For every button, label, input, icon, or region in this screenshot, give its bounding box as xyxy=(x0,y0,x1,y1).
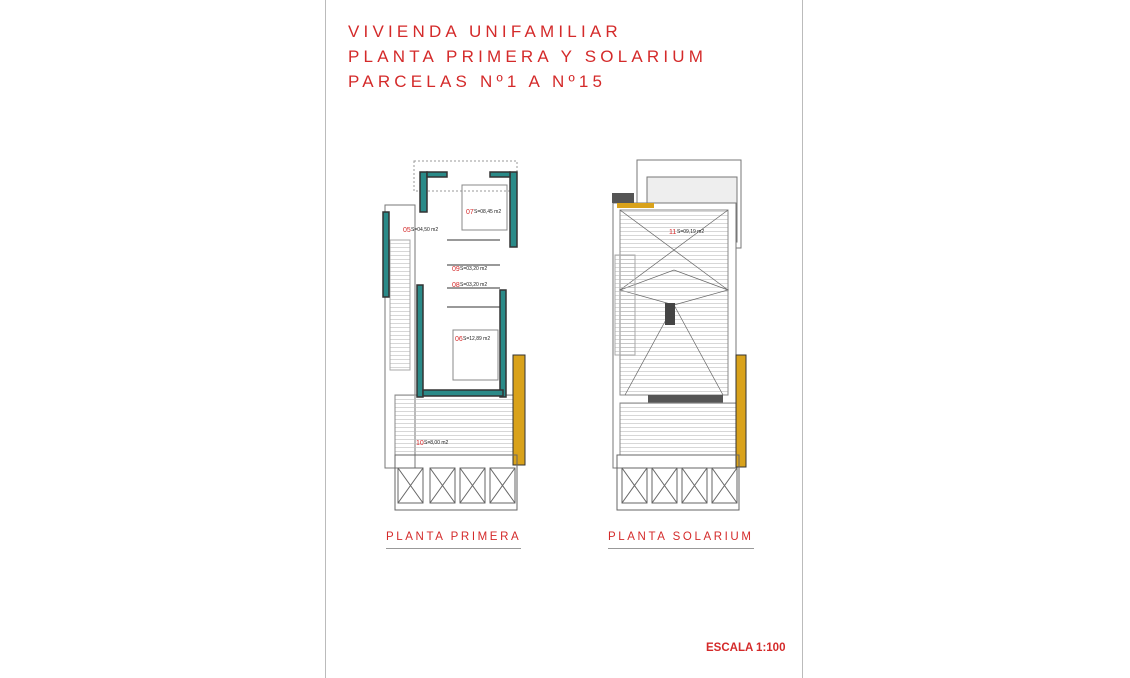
room-number: 07 xyxy=(466,209,474,216)
room-number: 08 xyxy=(452,282,460,289)
room-area: S=03,20 m2 xyxy=(460,282,487,288)
room-number: 06 xyxy=(455,336,463,343)
room-area: S=12,89 m2 xyxy=(463,336,490,342)
room-area: S=03,20 m2 xyxy=(460,266,487,272)
plan-label-primera: PLANTA PRIMERA xyxy=(386,531,522,549)
plan-primera: 05 S=04,50 m2 07 S=08,45 m2 09 S=03,20 m… xyxy=(382,160,526,511)
room-number: 05 xyxy=(403,227,411,234)
room-number: 11 xyxy=(669,229,676,236)
room-area: S=09,19 m2 xyxy=(677,229,704,235)
title-line-2: PLANTA PRIMERA Y SOLARIUM xyxy=(348,47,708,66)
drawing-sheet xyxy=(325,0,803,678)
plan-solarium: 11 S=09,19 m2 xyxy=(612,159,747,511)
room-number: 09 xyxy=(452,266,460,273)
title-line-3: PARCELAS Nº1 A Nº15 xyxy=(348,72,607,91)
room-area: S=04,50 m2 xyxy=(411,227,438,233)
room-area: S=8,00 m2 xyxy=(424,440,449,446)
title-line-1: VIVIENDA UNIFAMILIAR xyxy=(348,22,622,41)
room-number: 10 xyxy=(416,440,424,447)
scale-label: ESCALA 1:100 xyxy=(706,642,786,654)
plan-label-solarium: PLANTA SOLARIUM xyxy=(608,531,754,549)
room-area: S=08,45 m2 xyxy=(474,209,501,215)
